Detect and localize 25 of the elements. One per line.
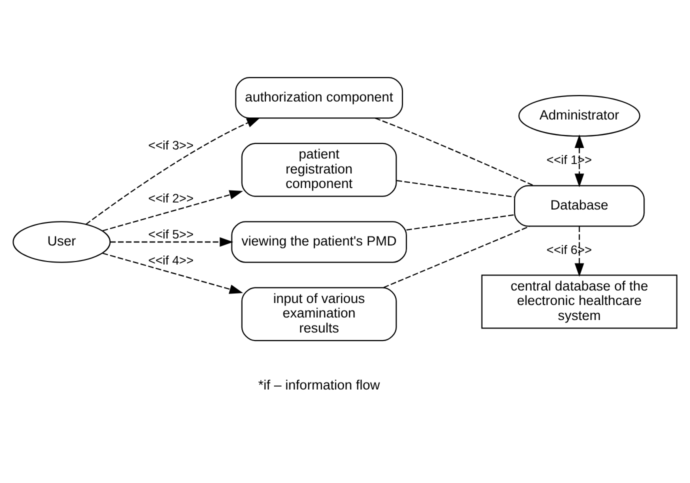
connector (396, 180, 514, 198)
arrow (110, 236, 234, 246)
arrow (574, 226, 584, 276)
edge-label: <<if 1>> (546, 152, 592, 167)
arrow (102, 252, 244, 294)
edge-label: <<if 6>> (546, 242, 592, 256)
node-ellipse: Administrator (518, 94, 640, 136)
edge-label: <<if 2>> (148, 190, 194, 205)
label: *if – information flow (258, 377, 380, 392)
edge-label: <<if 4>> (148, 252, 194, 267)
arrow (102, 190, 244, 231)
arrow (86, 117, 260, 224)
node-box: input of various examination results (241, 286, 397, 341)
node-ellipse: User (12, 220, 111, 262)
node-box: viewing the patient's PMD (231, 220, 407, 262)
node-box: central database of the electronic healthcare system (481, 274, 678, 328)
edge-label: <<if 5>> (148, 226, 194, 241)
node-box: patient registration component (241, 142, 397, 196)
connector (406, 214, 515, 230)
edge-label: <<if 3>> (148, 138, 194, 152)
connector (383, 225, 530, 288)
node-box: Database (514, 184, 645, 226)
node-box: authorization component (235, 76, 404, 118)
connector (374, 117, 534, 186)
arrow (574, 134, 584, 187)
